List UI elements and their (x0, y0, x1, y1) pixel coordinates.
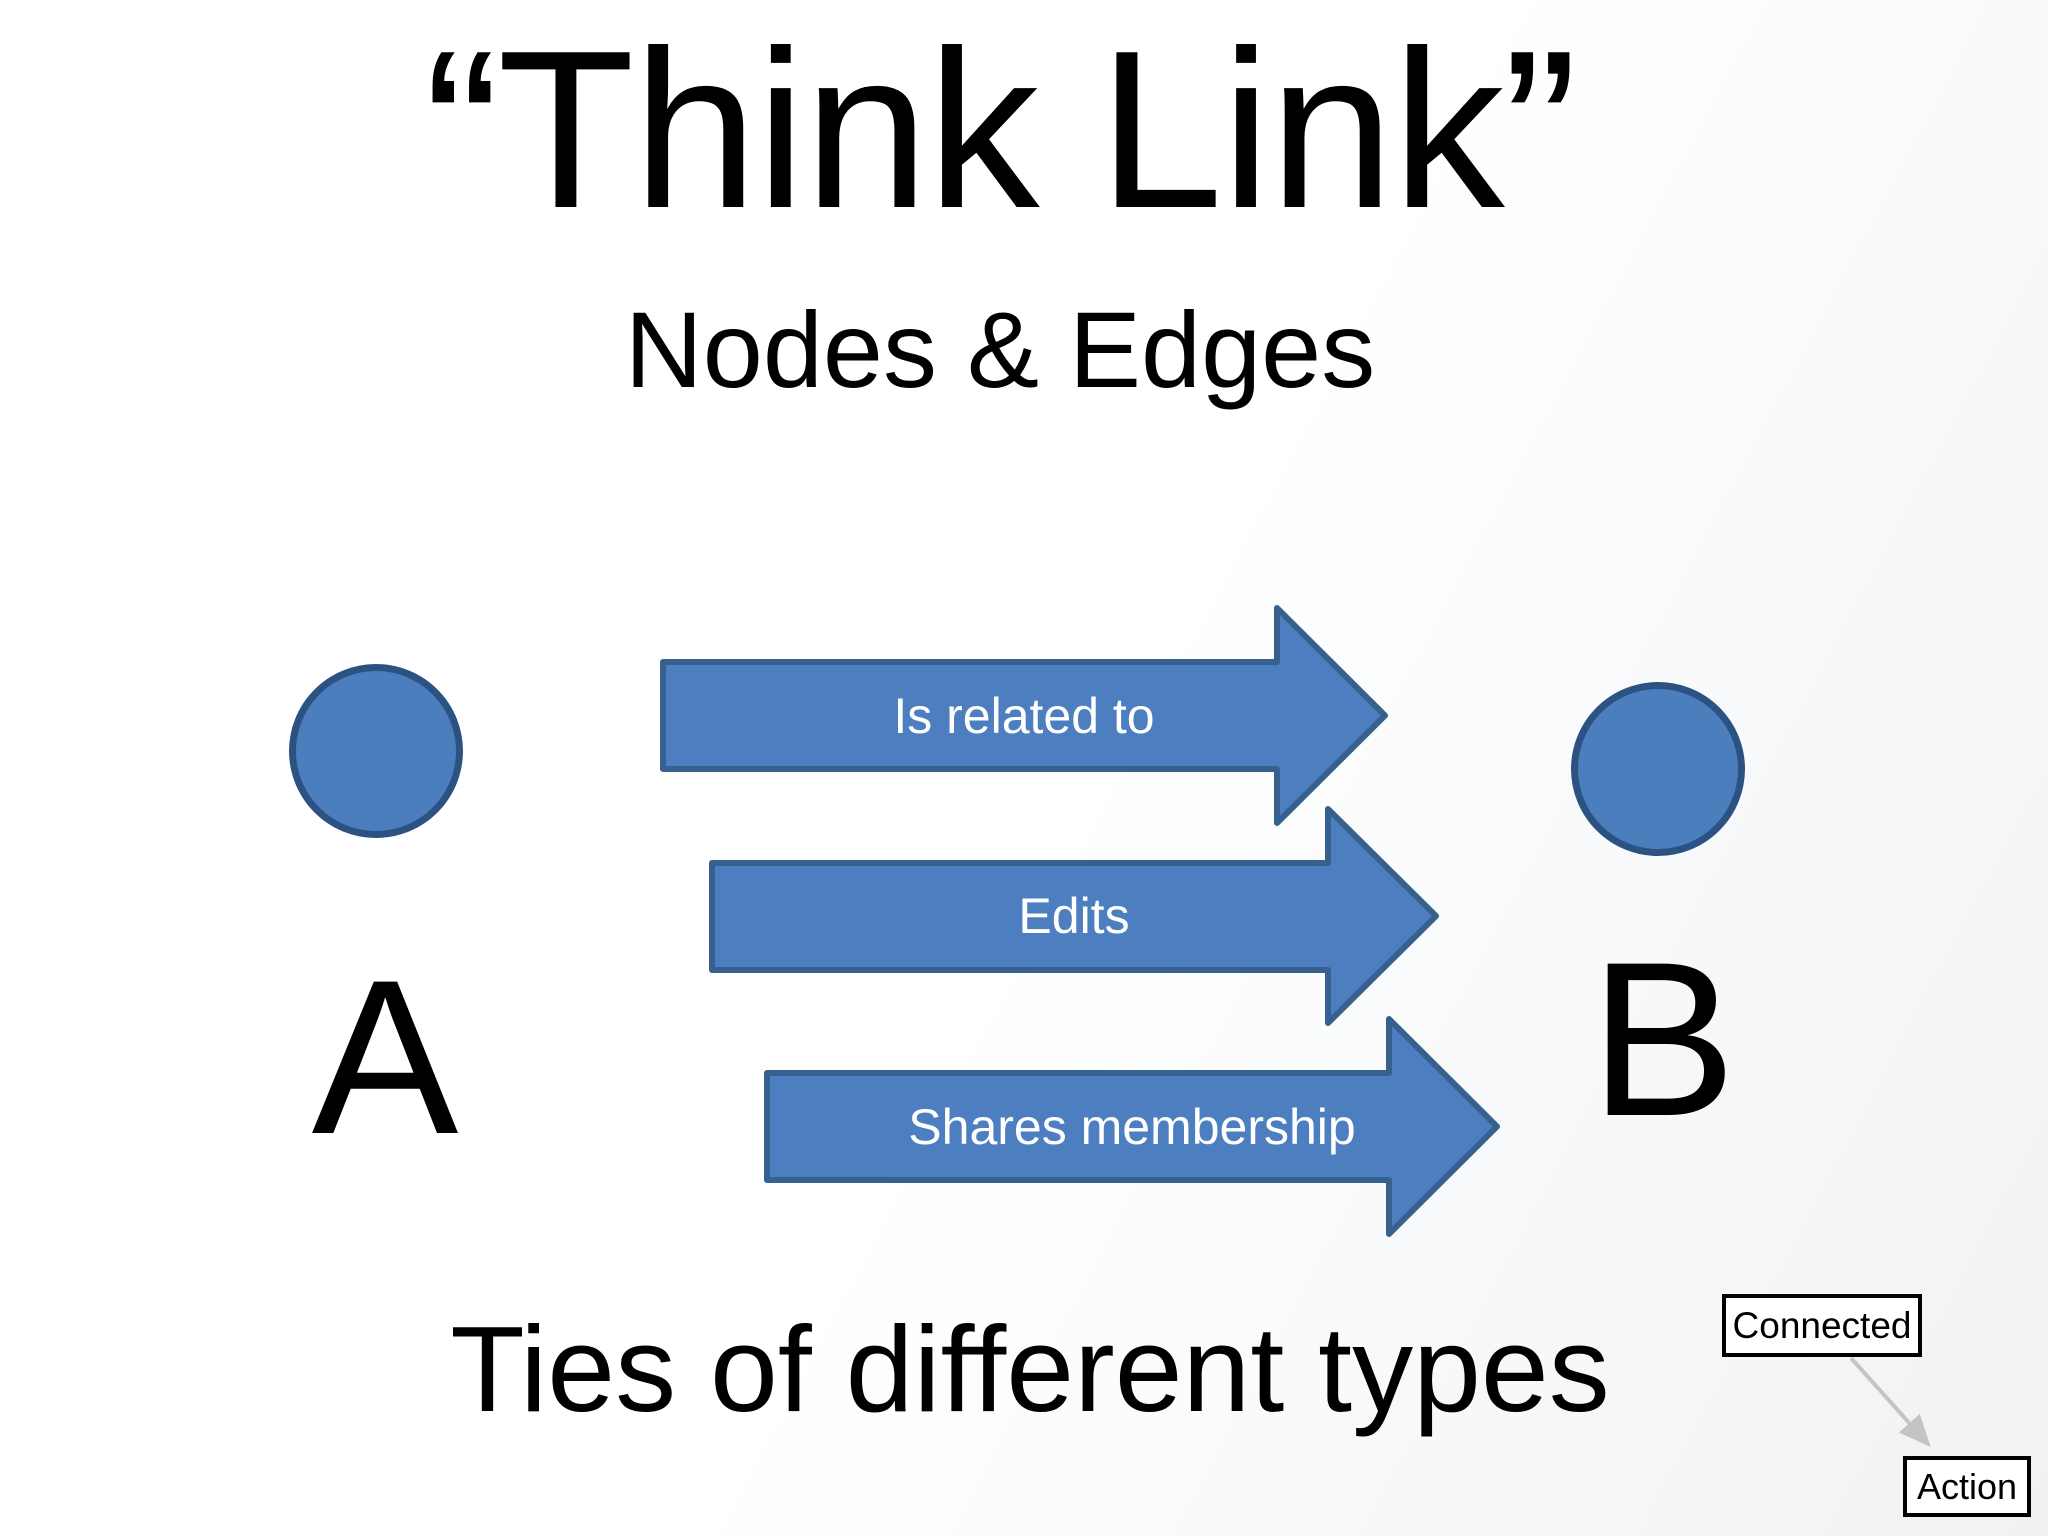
action-box: Action (1903, 1456, 2031, 1517)
edge-arrow-edits (709, 806, 1439, 1026)
connected-to-action-connector-arrow (1849, 1356, 1931, 1447)
slide-title: “Think Link” (424, 3, 1577, 255)
edge-label-shares-membership: Shares membership (908, 1098, 1356, 1155)
edge-label-edits: Edits (1018, 888, 1130, 944)
node-b-circle (1571, 682, 1745, 856)
node-b-label: B (1589, 916, 1737, 1162)
action-box-label: Action (1916, 1465, 2018, 1507)
slide-caption: Ties of different types (450, 1301, 1610, 1437)
connected-box-label: Connected (1732, 1304, 1912, 1346)
edge-arrow-shares-membership (764, 1016, 1500, 1237)
edge-arrow-is-related-to (660, 605, 1388, 826)
connected-box: Connected (1722, 1294, 1922, 1357)
node-a-label: A (311, 934, 459, 1180)
slide-subtitle: Nodes & Edges (624, 289, 1376, 410)
node-a-circle (289, 664, 463, 838)
edge-label-is-related-to: Is related to (893, 687, 1155, 744)
